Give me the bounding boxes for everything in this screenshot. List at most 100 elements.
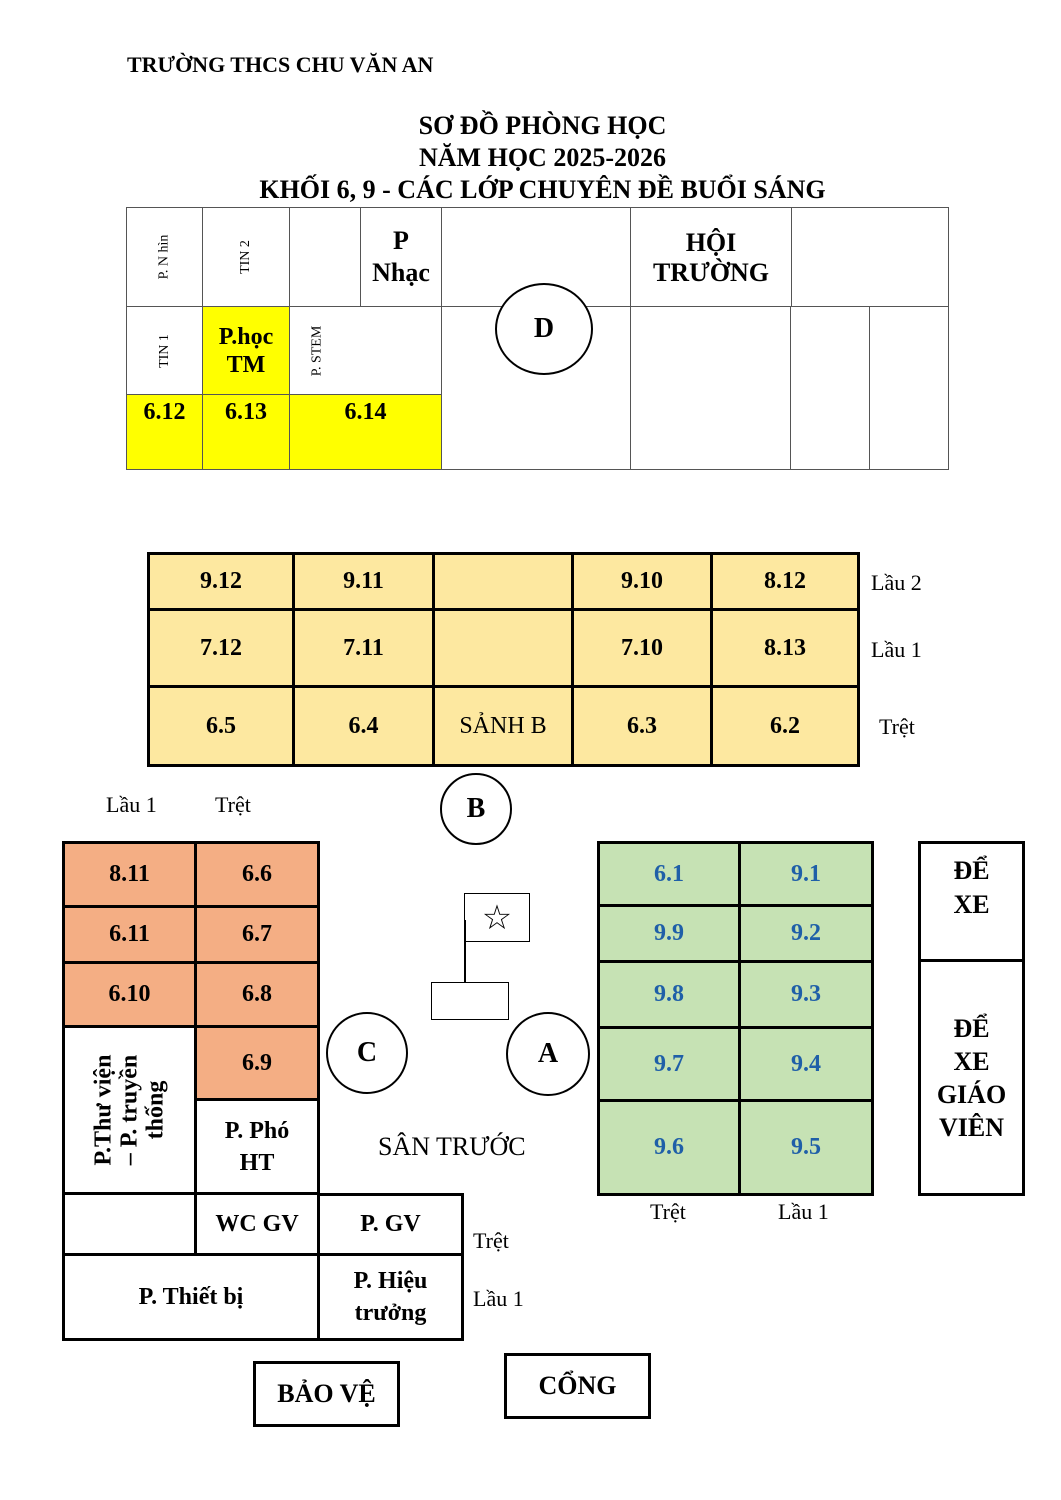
room-p-nhin-label: P. N hìn bbox=[156, 234, 172, 280]
room-p-hoc-tm: P.học TM bbox=[202, 306, 290, 395]
room-9-2: 9.2 bbox=[741, 907, 871, 963]
room-pho-ht: P. Phó HT bbox=[197, 1101, 317, 1195]
parking-students-line-1: ĐỂ bbox=[953, 856, 990, 885]
room-tin-1: TIN 1 bbox=[126, 306, 203, 395]
sanh-b: SẢNH B bbox=[435, 688, 574, 764]
label-lau-1: Lầu 1 bbox=[871, 637, 922, 662]
room-9-11: 9.11 bbox=[295, 555, 435, 611]
room-6-4: 6.4 bbox=[295, 688, 435, 764]
label-a-lau-1: Lầu 1 bbox=[778, 1199, 829, 1224]
room-hoi-truong: HỘI TRƯỜNG bbox=[630, 207, 792, 307]
room-thiet-bi: P. Thiết bị bbox=[138, 1283, 244, 1310]
parking-frame bbox=[918, 841, 1025, 1196]
building-d-label: D bbox=[495, 283, 593, 375]
parking-teachers-line-3: GIÁO bbox=[936, 1079, 1007, 1109]
building-a-frame bbox=[597, 841, 874, 1196]
room-tin-2-label: TIN 2 bbox=[237, 240, 253, 274]
room-empty-d5 bbox=[630, 306, 791, 470]
room-p-nhin: P. N hìn bbox=[126, 207, 203, 307]
room-thu-vien: P.Thư viện – P. truyền thống bbox=[65, 1028, 197, 1195]
label-c-wing-lau-1: Lầu 1 bbox=[473, 1286, 524, 1311]
room-hoi-truong-line-1: HỘI bbox=[685, 228, 737, 257]
label-a-tret: Trệt bbox=[650, 1199, 686, 1224]
room-p-gv: P. GV bbox=[317, 1195, 461, 1256]
room-hoi-truong-line-2: TRƯỜNG bbox=[652, 258, 770, 287]
room-b-lau2-empty bbox=[435, 555, 574, 611]
label-lau-2: Lầu 2 bbox=[871, 570, 922, 595]
room-7-12: 7.12 bbox=[150, 611, 295, 688]
room-pho-ht-line-1: P. Phó bbox=[224, 1117, 290, 1144]
school-name: TRƯỜNG THCS CHU VĂN AN bbox=[127, 52, 434, 77]
room-wc-gv: WC GV bbox=[197, 1195, 317, 1256]
room-6-12: 6.12 bbox=[126, 394, 203, 470]
room-8-13: 8.13 bbox=[713, 611, 857, 688]
title-line-1: SƠ ĐỒ PHÒNG HỌC bbox=[418, 111, 667, 140]
room-9-8: 9.8 bbox=[600, 963, 738, 1029]
room-6-6: 6.6 bbox=[197, 844, 317, 908]
room-p-nhac-line-2: Nhạc bbox=[372, 258, 430, 287]
room-b-lau1-empty bbox=[435, 611, 574, 688]
room-6-8: 6.8 bbox=[197, 964, 317, 1028]
room-6-14: 6.14 bbox=[289, 394, 442, 470]
page-title: SƠ ĐỒ PHÒNG HỌC NĂM HỌC 2025-2026 KHỐI 6… bbox=[0, 110, 1061, 206]
room-6-2: 6.2 bbox=[713, 688, 857, 764]
room-9-3: 9.3 bbox=[741, 963, 871, 1029]
room-p-nhac-line-1: P bbox=[393, 226, 409, 255]
room-7-10: 7.10 bbox=[574, 611, 713, 688]
label-c-tret: Trệt bbox=[215, 792, 251, 817]
building-c-frame bbox=[62, 841, 320, 1341]
room-9-9: 9.9 bbox=[600, 907, 738, 963]
parking-teachers-line-1: ĐỂ bbox=[953, 1013, 990, 1043]
label-c-wing-tret: Trệt bbox=[473, 1228, 509, 1253]
room-p-stem: P. STEM bbox=[289, 306, 442, 395]
room-9-4: 9.4 bbox=[741, 1029, 871, 1102]
parking-teachers-line-2: XE bbox=[953, 1046, 990, 1076]
building-a-divider bbox=[738, 844, 741, 1193]
room-thu-vien-label: P.Thư viện – P. truyền thống bbox=[90, 1055, 168, 1166]
room-6-13: 6.13 bbox=[202, 394, 290, 470]
building-c-wing-frame bbox=[317, 1193, 464, 1341]
label-c-lau-1: Lầu 1 bbox=[106, 792, 157, 817]
room-thu-vien-line-3: thống bbox=[142, 1080, 169, 1140]
bao-ve-box: BẢO VỆ bbox=[253, 1361, 400, 1427]
building-c-label: C bbox=[326, 1012, 408, 1094]
room-p-hoc-tm-line-2: TM bbox=[226, 351, 266, 378]
room-7-11: 7.11 bbox=[295, 611, 435, 688]
room-tin-2: TIN 2 bbox=[202, 207, 290, 307]
room-hieu-truong: P. Hiệu trưởng bbox=[317, 1256, 461, 1338]
room-empty-d1 bbox=[289, 207, 361, 307]
flag-icon: ☆ bbox=[464, 893, 530, 942]
room-6-9: 6.9 bbox=[197, 1028, 317, 1101]
room-empty-d7 bbox=[869, 306, 949, 470]
title-line-2: NĂM HỌC 2025-2026 bbox=[419, 143, 666, 172]
room-6-3: 6.3 bbox=[574, 688, 713, 764]
room-9-5: 9.5 bbox=[791, 1134, 821, 1160]
room-6-10: 6.10 bbox=[65, 964, 197, 1028]
building-b-label: B bbox=[440, 773, 512, 845]
cong-gate: CỔNG bbox=[504, 1353, 651, 1419]
room-9-12: 9.12 bbox=[150, 555, 295, 611]
room-empty-d3 bbox=[791, 207, 949, 307]
parking-students-line-2: XE bbox=[953, 890, 990, 919]
room-9-6: 9.6 bbox=[654, 1134, 684, 1160]
room-6-5: 6.5 bbox=[150, 688, 295, 764]
room-p-hoc-tm-line-1: P.học bbox=[218, 323, 274, 350]
room-p-nhac: P Nhạc bbox=[360, 207, 442, 307]
room-p-stem-label: P. STEM bbox=[309, 325, 325, 376]
room-hieu-truong-line-1: P. Hiệu bbox=[353, 1268, 428, 1294]
room-6-1: 6.1 bbox=[600, 844, 738, 907]
room-pho-ht-line-2: HT bbox=[239, 1149, 275, 1176]
room-8-12: 8.12 bbox=[713, 555, 857, 611]
parking-teachers: ĐỂ XE GIÁO VIÊN bbox=[921, 962, 1022, 1193]
san-truoc-label: SÂN TRƯỚC bbox=[378, 1132, 526, 1161]
room-thu-vien-line-2: – P. truyền bbox=[116, 1054, 143, 1166]
room-empty-d6 bbox=[790, 306, 870, 470]
room-9-1: 9.1 bbox=[741, 844, 871, 907]
room-9-7: 9.7 bbox=[600, 1029, 738, 1102]
parking-students: ĐỂ XE bbox=[921, 844, 1022, 962]
room-9-10: 9.10 bbox=[574, 555, 713, 611]
room-6-11: 6.11 bbox=[65, 908, 197, 964]
label-tret: Trệt bbox=[879, 714, 915, 739]
room-thu-vien-line-1: P.Thư viện bbox=[90, 1054, 117, 1166]
flag-pole bbox=[464, 920, 466, 982]
